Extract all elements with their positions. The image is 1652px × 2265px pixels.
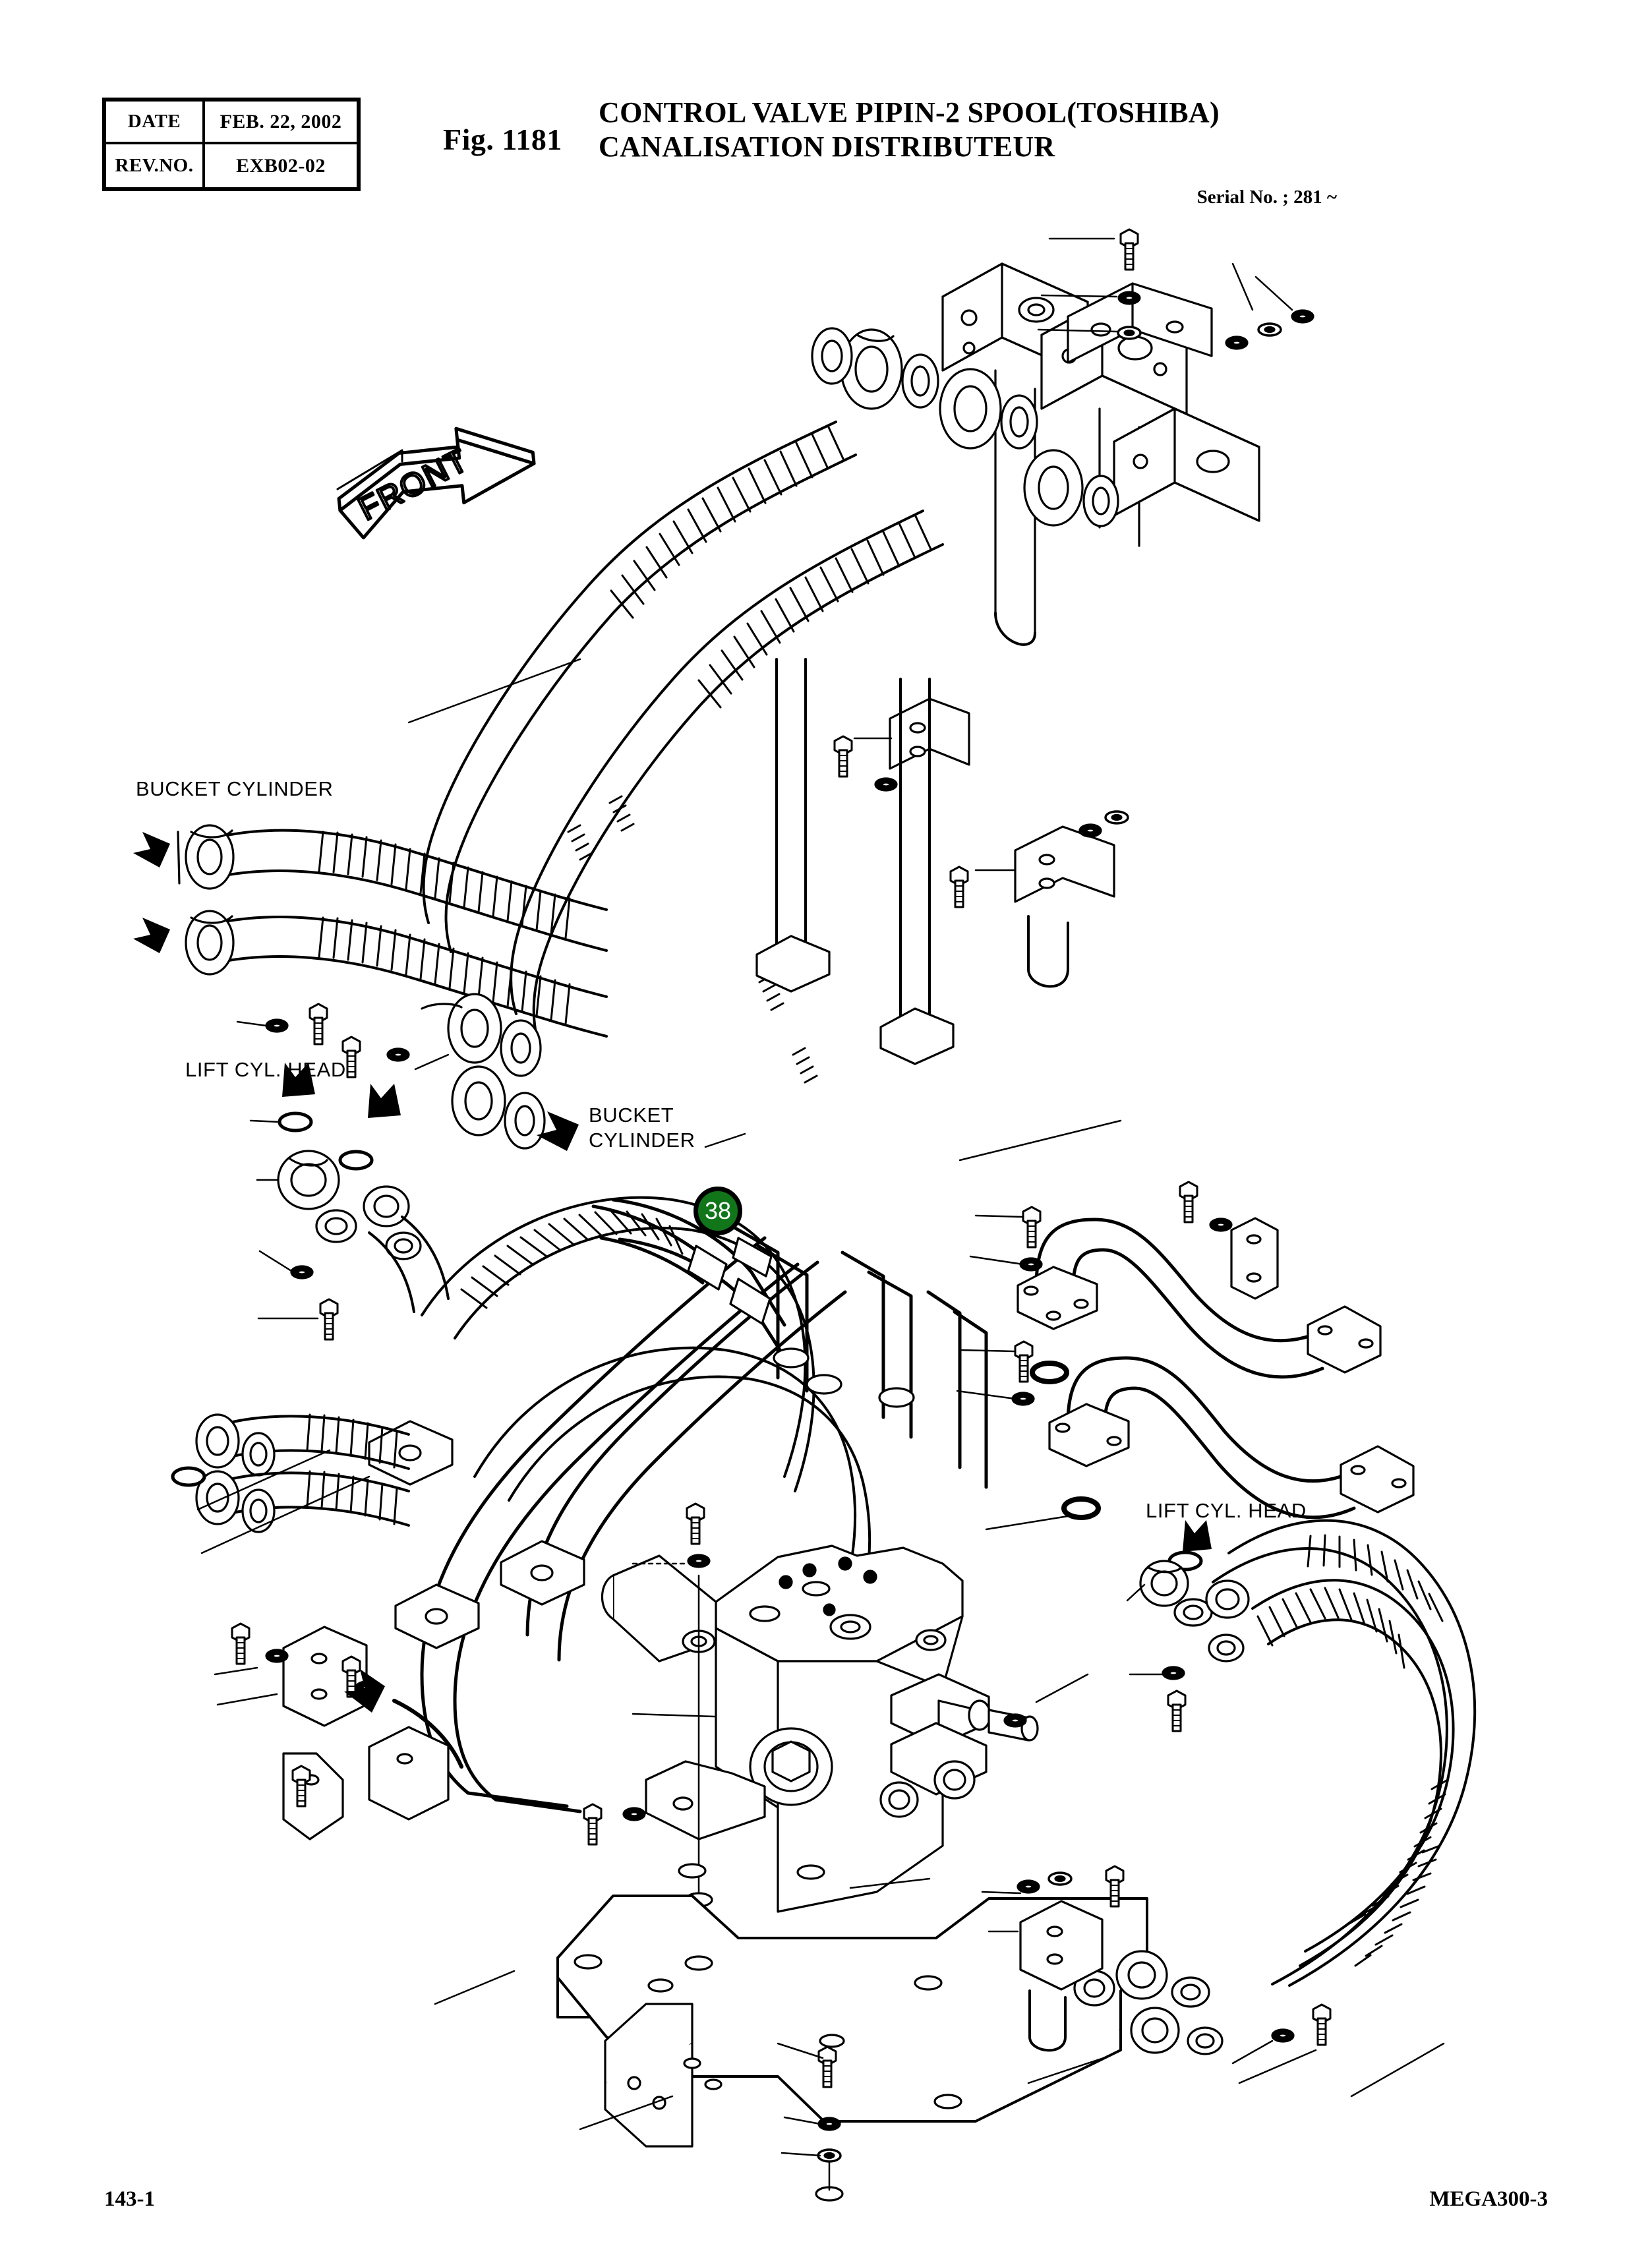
bracket-bottom-right	[981, 1865, 1125, 2052]
valve-lock-plate	[583, 1760, 766, 1846]
clamp-ring-group-c	[1023, 449, 1119, 527]
s-tube-lower	[956, 1340, 1415, 1517]
nut-group-top-right	[1225, 262, 1314, 350]
callout-lift-cyl-head-left: LIFT CYL. HEAD	[185, 1058, 346, 1081]
bucket-cylinder-mid-arrow	[537, 1111, 579, 1151]
bucket-cylinder-hose-upper	[216, 829, 608, 952]
callout-bucket-cylinder-left: BUCKET CYLINDER	[136, 777, 334, 800]
bucket-cylinder-hose-upper-corrugation	[318, 831, 571, 939]
diagram-title: CONTROL VALVE PIPIN-2 SPOOL(TOSHIBA) CAN…	[599, 96, 1456, 164]
fastener-stack-top	[1037, 228, 1142, 340]
hose-upper-2	[510, 510, 944, 1047]
tube-flange-group	[368, 1420, 585, 1649]
lift-cyl-head-left-group	[249, 1063, 450, 1341]
bracket-bottom-left	[214, 1622, 463, 1840]
bucket-cylinder-fitting-upper	[133, 824, 235, 890]
hose-upper-2-corrugation	[697, 514, 932, 709]
hose-upper-1	[422, 421, 857, 953]
lift-cyl-head-right-fittings-top	[1126, 1520, 1250, 1732]
lift-cyl-head-right-hoses	[1251, 1579, 1455, 1967]
hose-upper-1-corrugation	[610, 425, 845, 619]
hose-clamp-stack-left	[341, 993, 546, 1150]
figure-number: Fig. 1181	[443, 123, 562, 156]
hose-to-valve-left	[591, 1204, 771, 1325]
center-vertical-pipes	[755, 658, 955, 1065]
model-code: MEGA300-3	[1429, 2187, 1548, 2211]
valve-inlet-tubes	[611, 1198, 988, 1489]
left-bottom-hose-stack	[173, 1413, 410, 1533]
bracket-plate-top	[1067, 282, 1213, 364]
title-line-english: CONTROL VALVE PIPIN-2 SPOOL(TOSHIBA)	[599, 96, 1220, 129]
base-mounting-plate	[556, 1863, 1148, 2202]
title-line-french: CANALISATION DISTRIBUTEUR	[599, 130, 1055, 163]
valve-top-bolts	[632, 1502, 713, 1908]
rev-no-label: REV.NO.	[106, 144, 205, 187]
revision-info-table: DATE FEB. 22, 2002 REV.NO. EXB02-02	[102, 98, 361, 191]
rev-no-value: EXB02-02	[236, 154, 326, 177]
part-marker-38[interactable]: 38	[693, 1187, 742, 1235]
lift-cyl-head-right-hoses-2	[1212, 1519, 1477, 1987]
bucket-cylinder-fitting-lower	[133, 910, 328, 1045]
bracket-mid-right-2	[949, 810, 1129, 988]
bucket-cylinder-hose-lower-corrugation	[318, 916, 571, 1025]
valve-spool-assemblies	[879, 1673, 1089, 1818]
front-direction-arrow	[336, 427, 536, 540]
lift-cyl-head-right-fittings-bottom	[1073, 1950, 1332, 2084]
date-label: DATE	[106, 102, 205, 144]
callout-bucket-cylinder-mid: BUCKET CYLINDER	[589, 1103, 695, 1152]
callout-lift-cyl-head-right: LIFT CYL. HEAD	[1146, 1499, 1307, 1522]
page-number: 143-1	[104, 2187, 155, 2211]
manifold-block-c	[1113, 407, 1260, 522]
serial-number-note: Serial No. ; 281 ~	[1196, 187, 1337, 208]
clamp-ring-group-a	[811, 327, 939, 410]
date-value: FEB. 22, 2002	[205, 102, 357, 144]
hose-crimp-marks	[567, 795, 818, 1084]
bucket-cylinder-hose-lower	[216, 916, 608, 1038]
s-tube-upper	[969, 1181, 1382, 1382]
leader-lines	[196, 658, 1445, 2131]
clamp-ring-group-b	[939, 368, 1038, 450]
